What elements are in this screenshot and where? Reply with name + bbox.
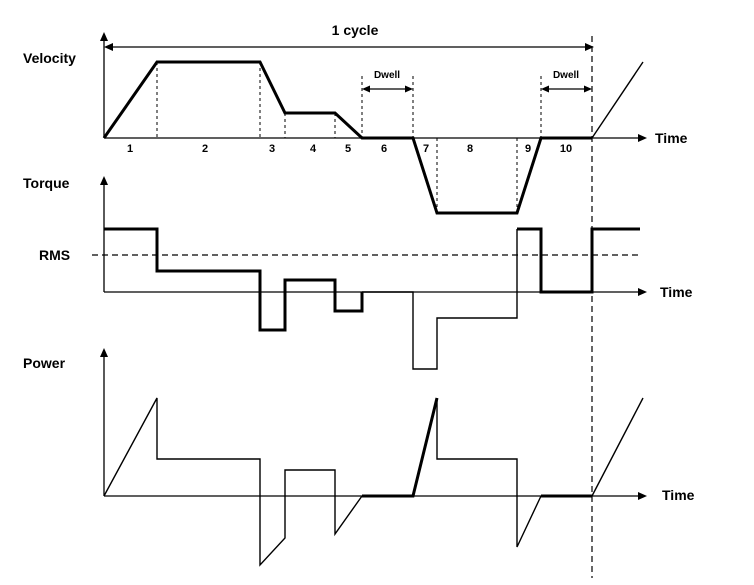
power-next-cycle <box>591 397 644 497</box>
segment-numbers: 1 2 3 4 5 6 7 8 9 10 <box>127 143 572 155</box>
segment-number: 5 <box>345 143 351 155</box>
segment-number: 9 <box>525 143 531 155</box>
power-time-label: Time <box>662 487 695 503</box>
segment-number: 8 <box>467 143 473 155</box>
cycle-label: 1 cycle <box>332 22 379 38</box>
segment-number: 4 <box>310 143 317 155</box>
dwell-label-2: Dwell <box>553 70 579 81</box>
velocity-next-cycle <box>591 61 644 139</box>
velocity-label: Velocity <box>23 50 76 66</box>
power-curve-c <box>436 398 542 548</box>
power-curve-b <box>362 397 439 498</box>
torque-label: Torque <box>23 175 70 191</box>
cycle-span: 1 cycle <box>104 22 594 51</box>
segment-number: 10 <box>560 143 572 155</box>
segment-number: 1 <box>127 143 133 155</box>
velocity-time-label: Time <box>655 130 688 146</box>
segment-number: 7 <box>423 143 429 155</box>
torque-time-label: Time <box>660 284 693 300</box>
torque-panel: Torque Time RMS <box>23 175 693 370</box>
rms-label: RMS <box>39 247 70 263</box>
power-label: Power <box>23 355 66 371</box>
torque-curve-b <box>362 229 518 370</box>
dwell-annotation-2: Dwell <box>541 70 592 93</box>
segment-number: 2 <box>202 143 208 155</box>
torque-curve-c <box>517 227 640 294</box>
segment-number: 6 <box>381 143 387 155</box>
velocity-curve <box>102 60 592 215</box>
segment-number: 3 <box>269 143 275 155</box>
dwell-annotation-1: Dwell <box>362 70 413 93</box>
power-panel: Power Time <box>23 348 695 567</box>
velocity-panel: Velocity Time Dwell Dwell <box>23 32 688 215</box>
torque-curve-a <box>104 227 364 332</box>
dwell-label-1: Dwell <box>374 70 400 81</box>
power-curve-a <box>103 397 363 567</box>
